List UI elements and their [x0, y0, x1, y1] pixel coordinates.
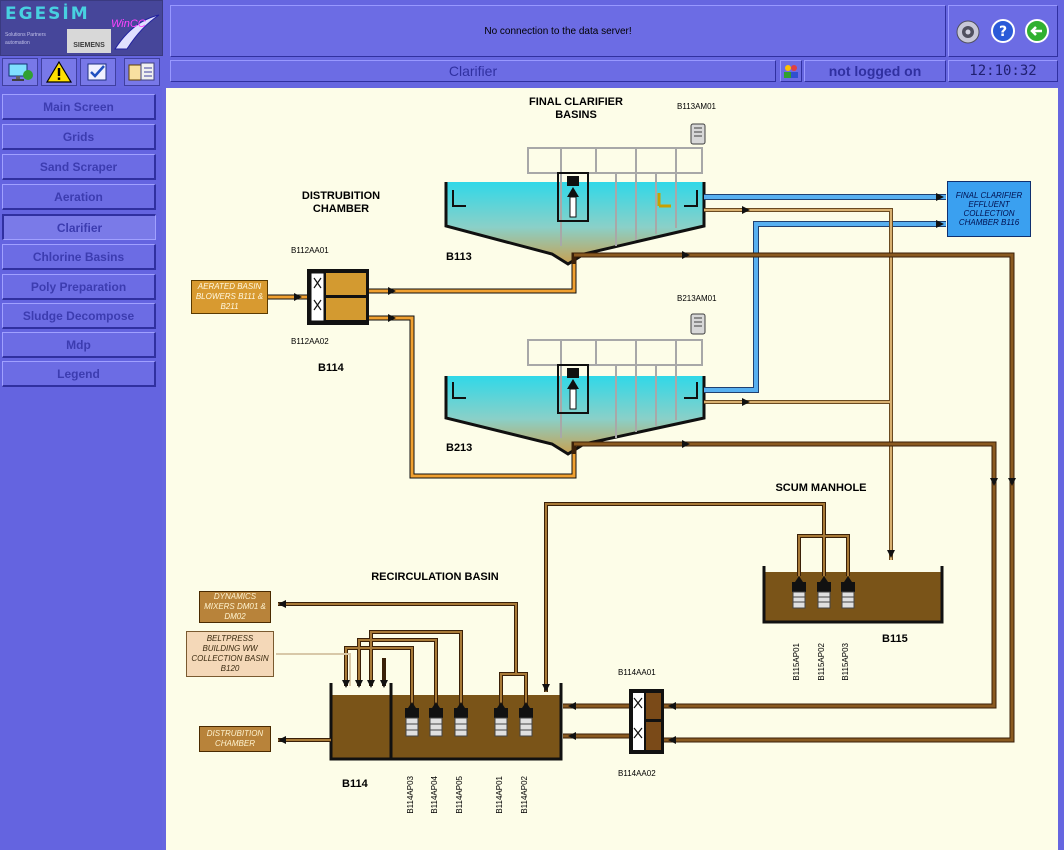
scum-pipes-outline [704, 208, 893, 560]
tag-b114ap03: B114AP03 [406, 776, 415, 814]
tag-b113am01: B113AM01 [677, 102, 716, 111]
basin-label-b114-bottom: B114 [342, 778, 368, 790]
nav-clarifier[interactable]: Clarifier [2, 214, 156, 240]
distribution-valve-block [307, 269, 369, 325]
speaker-icon[interactable] [955, 19, 981, 45]
tag-b114ap02: B114AP02 [520, 776, 529, 814]
users-icon [784, 65, 798, 78]
partner-logo: SIEMENS [67, 29, 111, 53]
nav-legend[interactable]: Legend [2, 361, 156, 387]
process-canvas: FINAL CLARIFIER BASINS DISTRUBITION CHAM… [166, 88, 1058, 850]
user-login-button[interactable] [780, 60, 802, 82]
brand-tagline: Solutions Partners automation [5, 32, 46, 46]
app-logo: EGESİM Solutions Partners automation SIE… [0, 0, 163, 56]
tag-b114ap05: B114AP05 [455, 776, 464, 814]
link-effluent-collection-chamber[interactable]: FINAL CLARIFIER EFFLUENT COLLECTION CHAM… [947, 181, 1031, 237]
motor-b213am01-icon [690, 313, 706, 335]
login-status-bar: not logged on [804, 60, 946, 82]
process-diagram [268, 123, 1016, 761]
distribution-chamber-title: DISTRUBITION CHAMBER [301, 190, 381, 215]
scum-tan-pipes [704, 209, 892, 560]
tag-b114aa02: B114AA02 [618, 769, 656, 778]
sidebar: Main Screen Grids Sand Scraper Aeration … [0, 88, 162, 850]
link-distribution-chamber[interactable]: DISTRUBITION CHAMBER [199, 726, 271, 752]
recirculation-basin-title: RECIRCULATION BASIN [371, 571, 499, 583]
recirc-pump-pipes [278, 603, 527, 741]
tag-b112aa02: B112AA02 [291, 337, 329, 346]
nav-mdp[interactable]: Mdp [2, 332, 156, 358]
basin-label-b113: B113 [446, 251, 472, 263]
clarifier-b213 [444, 339, 706, 456]
brand-name: EGESİM [5, 4, 90, 24]
clarifier-b113 [444, 147, 706, 266]
pump-group-b115 [792, 576, 855, 609]
login-status: not logged on [828, 63, 922, 79]
effluent-blue-pipes [704, 195, 946, 392]
nav-sludge-decompose[interactable]: Sludge Decompose [2, 303, 156, 329]
back-arrow-icon[interactable] [1025, 19, 1049, 43]
tag-b115ap03: B115AP03 [841, 643, 850, 681]
connection-message: No connection to the data server! [484, 25, 632, 37]
checklist-icon [87, 63, 107, 81]
network-icon [8, 63, 33, 81]
tag-b114ap01: B114AP01 [495, 776, 504, 814]
product-name: WinCC [111, 18, 146, 30]
clock: 12:10:32 [969, 63, 1037, 79]
nav-main-screen[interactable]: Main Screen [2, 94, 156, 120]
motor-b113am01-icon [690, 123, 706, 145]
tag-b112aa01: B112AA01 [291, 246, 329, 255]
recirculation-valve-block [629, 689, 664, 754]
nav-aeration[interactable]: Aeration [2, 184, 156, 210]
clock-bar: 12:10:32 [948, 60, 1058, 82]
scum-manhole-title: SCUM MANHOLE [775, 482, 867, 494]
nav-grids[interactable]: Grids [2, 124, 156, 150]
basin-label-b115: B115 [882, 633, 908, 645]
alarm-button[interactable] [41, 58, 77, 86]
pump-group-b114 [405, 702, 533, 737]
help-icon[interactable]: ? [991, 19, 1015, 43]
tag-b115ap02: B115AP02 [817, 643, 826, 681]
nav-chlorine-basins[interactable]: Chlorine Basins [2, 244, 156, 270]
sludge-brown-pipes [574, 253, 1014, 742]
final-clarifier-title: FINAL CLARIFIER BASINS [529, 96, 623, 121]
tag-b115ap01: B115AP01 [792, 643, 801, 681]
basin-label-b213: B213 [446, 442, 473, 454]
tag-b114ap04: B114AP04 [430, 776, 439, 814]
link-beltpress-building[interactable]: BELTPRESS BUILDING WW COLLECTION BASIN B… [186, 631, 274, 677]
message-bar: No connection to the data server! [170, 5, 946, 57]
warning-icon [45, 60, 73, 83]
nav-poly-preparation[interactable]: Poly Preparation [2, 274, 156, 300]
screen-title-bar: Clarifier [170, 60, 776, 82]
nav-sand-scraper[interactable]: Sand Scraper [2, 154, 156, 180]
checklist-button[interactable] [80, 58, 116, 86]
link-dynamics-mixers[interactable]: DYNAMICS MIXERS DM01 & DM02 [199, 591, 271, 623]
basin-label-b114-top: B114 [318, 362, 344, 374]
svg-text:?: ? [999, 24, 1007, 40]
beltpress-pipe [276, 653, 351, 686]
tag-b213am01: B213AM01 [677, 294, 717, 303]
reports-icon [128, 62, 155, 81]
network-button[interactable] [2, 58, 38, 86]
reports-button[interactable] [124, 58, 160, 86]
system-icon-bar: ? [948, 5, 1058, 57]
wincc-swoosh-icon [114, 14, 160, 50]
screen-title: Clarifier [448, 63, 498, 79]
scum-pump-pipes [545, 503, 849, 692]
link-aerated-basin-blowers[interactable]: AERATED BASIN BLOWERS B111 & B211 [191, 280, 268, 314]
tag-b114aa01: B114AA01 [618, 668, 656, 677]
